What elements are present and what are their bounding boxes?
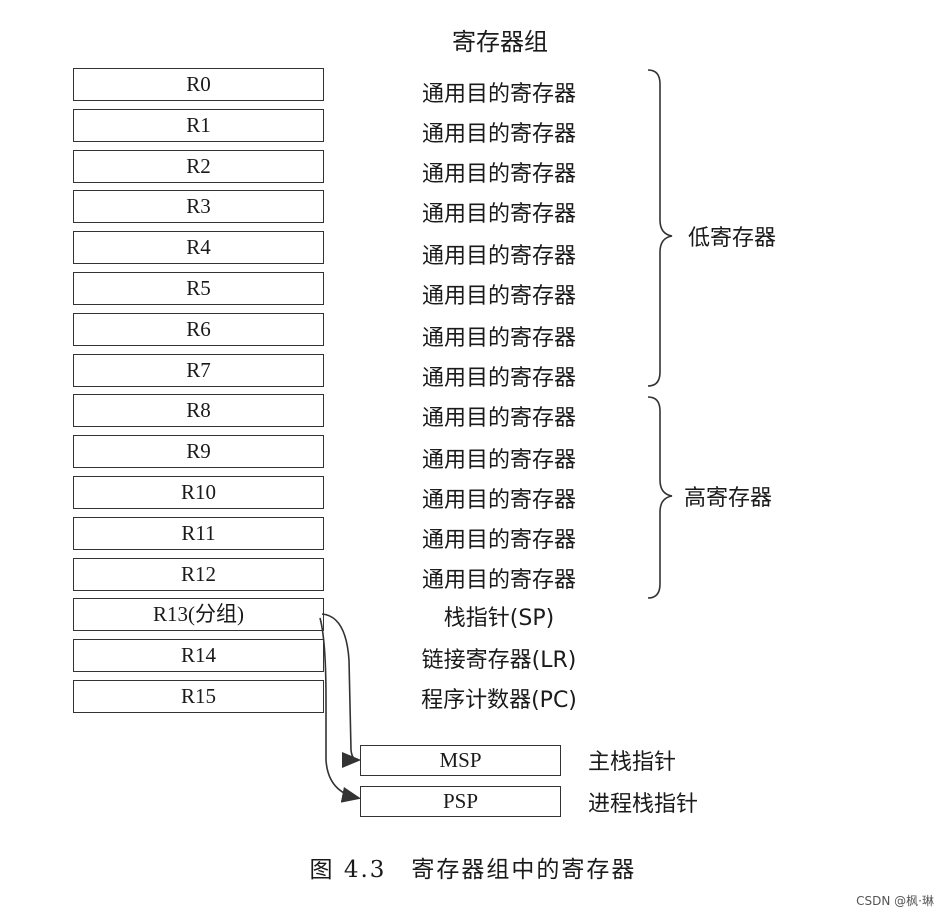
psp-box: PSP: [360, 786, 561, 817]
register-box: R6: [73, 312, 324, 346]
register-description: 通用目的寄存器: [421, 202, 576, 227]
register-box: R9: [73, 435, 324, 469]
register-description: 通用目的寄存器: [421, 568, 576, 593]
register-description: 链接寄存器(LR): [421, 648, 577, 673]
register-box: R8: [73, 394, 324, 428]
arrow-r13-to-msp: [321, 613, 362, 768]
register-description: 通用目的寄存器: [421, 122, 576, 147]
arrow-r13-to-psp: [319, 617, 362, 803]
register-box: R10: [73, 476, 324, 509]
register-description: 通用目的寄存器: [421, 326, 576, 351]
register-box: R4: [73, 231, 324, 265]
register-description: 程序计数器(PC): [421, 688, 577, 713]
register-box: R3: [73, 190, 324, 224]
register-box: R5: [73, 272, 324, 305]
register-description: 通用目的寄存器: [421, 244, 576, 269]
register-box: R11: [73, 516, 324, 550]
diagram-title: 寄存器组: [452, 28, 548, 56]
register-box: R1: [73, 108, 324, 142]
register-description: 通用目的寄存器: [421, 366, 576, 391]
register-description: 通用目的寄存器: [421, 448, 576, 473]
msp-box: MSP: [360, 745, 561, 776]
register-box: R15: [73, 680, 324, 713]
register-description: 通用目的寄存器: [421, 488, 576, 513]
register-box: R0: [73, 68, 324, 101]
low-registers-brace: [647, 69, 673, 387]
register-description: 栈指针(SP): [443, 606, 555, 631]
register-box: R14: [73, 639, 324, 673]
register-box: R7: [73, 353, 324, 387]
source-credit: CSDN @枫·琳: [856, 894, 934, 908]
register-box: R12: [73, 557, 324, 591]
high-registers-label: 高寄存器: [684, 486, 773, 511]
register-description: 通用目的寄存器: [421, 162, 576, 187]
register-box: R2: [73, 149, 324, 183]
register-description: 通用目的寄存器: [421, 406, 576, 431]
register-description: 通用目的寄存器: [421, 82, 576, 107]
high-registers-brace: [647, 396, 673, 599]
psp-label: 进程栈指针: [588, 792, 699, 817]
figure-caption: 图 4.3 寄存器组中的寄存器: [309, 857, 637, 883]
register-description: 通用目的寄存器: [421, 528, 576, 553]
register-box: R13(分组): [73, 598, 324, 632]
msp-label: 主栈指针: [588, 750, 677, 775]
register-description: 通用目的寄存器: [421, 284, 576, 309]
low-registers-label: 低寄存器: [688, 226, 777, 251]
